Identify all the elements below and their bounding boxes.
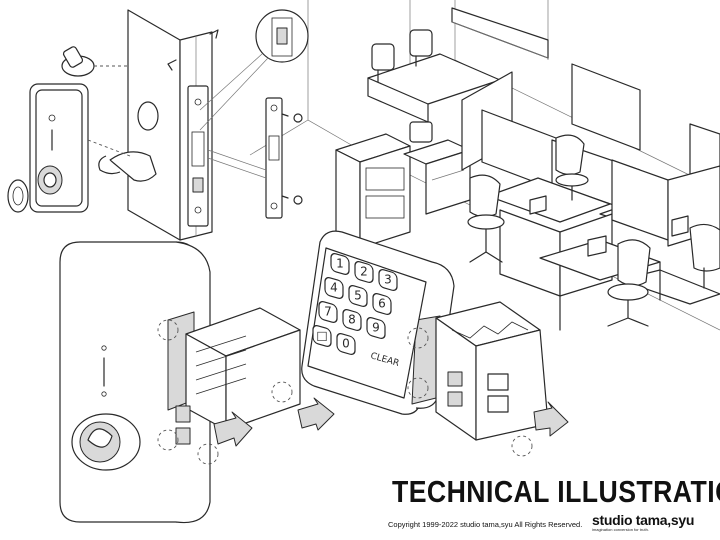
office-cubicle-illustration — [249, 0, 720, 331]
keypad-key: 1 — [330, 253, 350, 275]
thumb-turn — [61, 46, 128, 77]
page-title: TECHNICAL ILLUSTRATION — [392, 474, 720, 509]
door-lock-icon — [29, 83, 131, 213]
keypad-key: 2 — [354, 261, 374, 283]
keypad-key: 3 — [378, 269, 398, 291]
office-chair — [689, 223, 720, 289]
keypad-key-label: 6 — [378, 297, 386, 311]
door-lock-exploded-view — [7, 9, 309, 241]
keypad-key-label: 3 — [384, 273, 392, 287]
keypad-key-label: 0 — [342, 337, 350, 351]
lever-handle — [98, 101, 159, 182]
office-chair — [555, 134, 589, 201]
keypad-key: 5 — [348, 285, 368, 307]
brand-logo: studio tama,syu imagination conversion f… — [592, 512, 695, 532]
battery-cells — [175, 335, 247, 445]
keypad-key: 4 — [324, 277, 344, 299]
keypad-key-label: 9 — [372, 321, 380, 335]
screw-icon — [281, 195, 303, 205]
keypad-key-label: 5 — [354, 289, 362, 303]
arrow-icon — [213, 411, 253, 447]
battery-cells — [447, 321, 529, 413]
keypad-key: 6 — [372, 293, 392, 315]
office-chair — [607, 239, 651, 327]
keypad-key: 9 — [366, 317, 386, 339]
brand-name: studio tama,syu — [592, 512, 695, 528]
keypad-key-label: 2 — [360, 265, 368, 279]
keypad-key-label: □ — [316, 329, 327, 343]
brand-tagline: imagination conversion for truth. — [592, 527, 649, 532]
keypad-key-label: 8 — [348, 313, 356, 327]
keypad-key: 7 — [318, 301, 338, 323]
keypad-key-label: 1 — [336, 257, 344, 271]
keypad-key-label: 7 — [324, 305, 332, 319]
keypad-key-label: 4 — [330, 281, 338, 295]
keypad-key: 8 — [342, 309, 362, 331]
screw-icon — [281, 113, 303, 123]
office-chair — [467, 174, 505, 263]
keypad-key: □ — [312, 325, 332, 347]
arrow-icon — [297, 397, 335, 431]
lock-unit-battery-view — [59, 241, 335, 524]
arrow-icon — [533, 401, 569, 437]
copyright-notice: Copyright 1999-2022 studio tama,syu All … — [388, 520, 583, 529]
keypad-key: 0 — [336, 333, 356, 355]
